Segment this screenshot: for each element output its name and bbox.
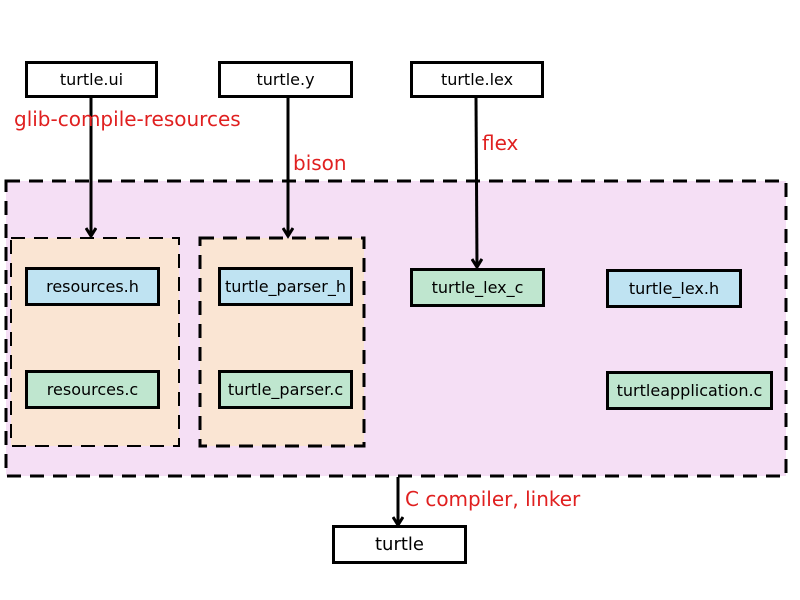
file-resources-h: resources.h [25,267,160,306]
tool-label-flex: flex [482,131,519,155]
file-resources-c: resources.c [25,370,160,409]
resources-subgroup-border [10,237,180,447]
file-turtle-parser-h-label: turtle_parser_h [225,277,346,296]
file-turtleapplication-c-label: turtleapplication.c [616,381,763,400]
file-turtle-parser-c: turtle_parser.c [218,370,353,409]
file-turtle-lex-c: turtle_lex_c [410,268,545,307]
arrow-lex-to-lexc [476,96,477,267]
input-turtle-y: turtle.y [218,61,353,98]
tool-label-bison: bison [293,151,347,175]
output-turtle: turtle [332,525,467,564]
file-turtle-lex-h: turtle_lex.h [606,269,742,308]
input-turtle-ui-label: turtle.ui [59,70,124,89]
input-turtle-lex-label: turtle.lex [440,70,514,89]
file-resources-c-label: resources.c [46,380,139,399]
file-turtle-lex-c-label: turtle_lex_c [431,278,524,297]
input-turtle-ui: turtle.ui [25,61,158,98]
input-turtle-y-label: turtle.y [256,70,315,89]
tool-label-glib-compile-resources: glib-compile-resources [14,107,241,131]
file-turtle-parser-c-label: turtle_parser.c [227,380,344,399]
output-turtle-label: turtle [375,534,424,555]
file-turtle-parser-h: turtle_parser_h [218,267,353,306]
file-resources-h-label: resources.h [46,277,139,296]
input-turtle-lex: turtle.lex [410,61,544,98]
outer-group-border [4,179,788,478]
tool-label-compiler-linker: C compiler, linker [405,487,581,511]
file-turtle-lex-h-label: turtle_lex.h [628,279,720,298]
file-turtleapplication-c: turtleapplication.c [606,371,773,410]
